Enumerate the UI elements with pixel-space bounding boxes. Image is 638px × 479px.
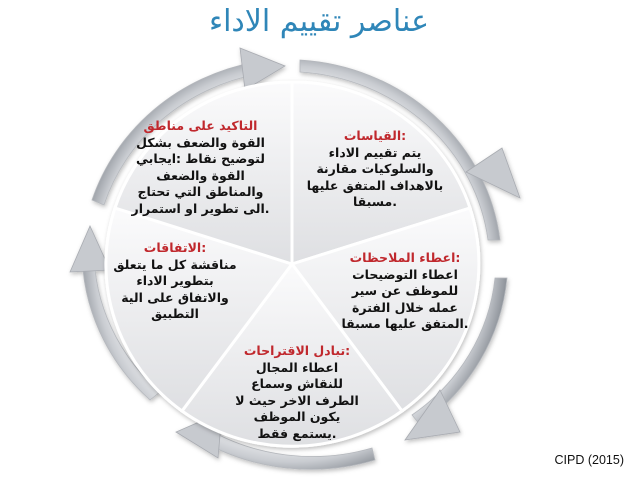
segment-emphasis	[113, 80, 294, 267]
segment-measurements	[290, 80, 472, 267]
ring-arrowhead-5	[239, 47, 286, 91]
segment-heading: :القياسات	[343, 128, 407, 143]
segment-suggestions	[179, 261, 405, 448]
ring-arrowhead-2	[404, 389, 461, 441]
segment-text-feedback: :اعطاء الملاحظات اعطاء التوضيحات للموظف …	[330, 250, 480, 333]
citation: CIPD (2015)	[554, 453, 624, 467]
segment-heading: :اعطاء الملاحظات	[349, 250, 461, 265]
segment-body: اعطاء التوضيحات للموظف عن سير عمله خلال …	[341, 266, 469, 332]
segment-body: اعطاء المجال للنقاش وسماع الطرف الاخر حي…	[235, 359, 359, 441]
segment-feedback	[289, 206, 481, 414]
segment-text-measurements: :القياسات يتم تقييم الاداء والسلوكيات مق…	[300, 128, 450, 211]
segment-text-emphasis: التاكيد على مناطق القوة والضعف بشكل لتوض…	[118, 118, 283, 217]
segment-agreements	[104, 206, 295, 414]
segment-heading: :تبادل الاقتراحات	[243, 343, 351, 358]
segment-body: مناقشة كل ما يتعلق بتطوير الاداء والاتفا…	[113, 256, 237, 322]
inner-circle	[104, 80, 481, 448]
ring-arrowhead-4	[69, 225, 111, 273]
segment-heading: التاكيد على مناطق	[143, 118, 258, 133]
segment-text-suggestions: :تبادل الاقتراحات اعطاء المجال للنقاش وس…	[222, 343, 372, 442]
diagram-title: عناصر تقييم الاداء	[208, 4, 430, 39]
ring-arrow-right	[411, 277, 508, 426]
segment-body: يتم تقييم الاداء والسلوكيات مقارنة بالاه…	[306, 144, 444, 210]
segment-text-agreements: :الاتفاقات مناقشة كل ما يتعلق بتطوير الا…	[100, 240, 250, 323]
segment-body: القوة والضعف بشكل لتوضيح نقاط :ايجابي ال…	[131, 134, 270, 216]
ring-arrow-top-right	[299, 59, 501, 241]
segment-heading: :الاتفاقات	[143, 240, 207, 255]
ring-arrowhead-1	[465, 147, 521, 199]
